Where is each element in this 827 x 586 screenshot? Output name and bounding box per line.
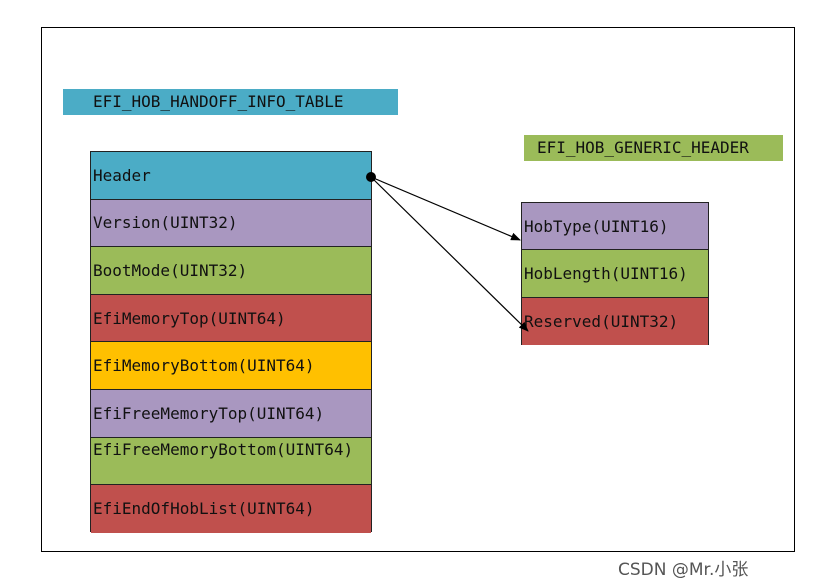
diagram-frame [41,27,795,552]
generic-header-title: EFI_HOB_GENERIC_HEADER [524,135,783,161]
field-efi-free-memory-top: EfiFreeMemoryTop(UINT64) [91,389,371,438]
field-hob-type: HobType(UINT16) [522,203,708,251]
field-reserved: Reserved(UINT32) [522,297,708,345]
handoff-table-title: EFI_HOB_HANDOFF_INFO_TABLE [63,89,398,115]
watermark-text: CSDN @Mr.小张 [618,560,749,580]
handoff-table: Header Version(UINT32) BootMode(UINT32) … [90,151,372,533]
field-header: Header [91,152,371,200]
field-boot-mode: BootMode(UINT32) [91,247,371,295]
field-hob-length: HobLength(UINT16) [522,250,708,298]
arrow-to-reserved [370,176,529,332]
csdn-watermark: CSDN @Mr.小张 [618,555,748,580]
field-version: Version(UINT32) [91,199,371,248]
field-efi-free-memory-bottom: EfiFreeMemoryBottom(UINT64) [91,437,371,486]
field-efi-memory-bottom: EfiMemoryBottom(UINT64) [91,342,371,390]
generic-header: HobType(UINT16) HobLength(UINT16) Reserv… [521,202,709,345]
field-efi-end-of-hob-list: EfiEndOfHobList(UINT64) [91,485,371,533]
arrow-to-hob-type [370,176,521,241]
field-efi-memory-top: EfiMemoryTop(UINT64) [91,294,371,343]
